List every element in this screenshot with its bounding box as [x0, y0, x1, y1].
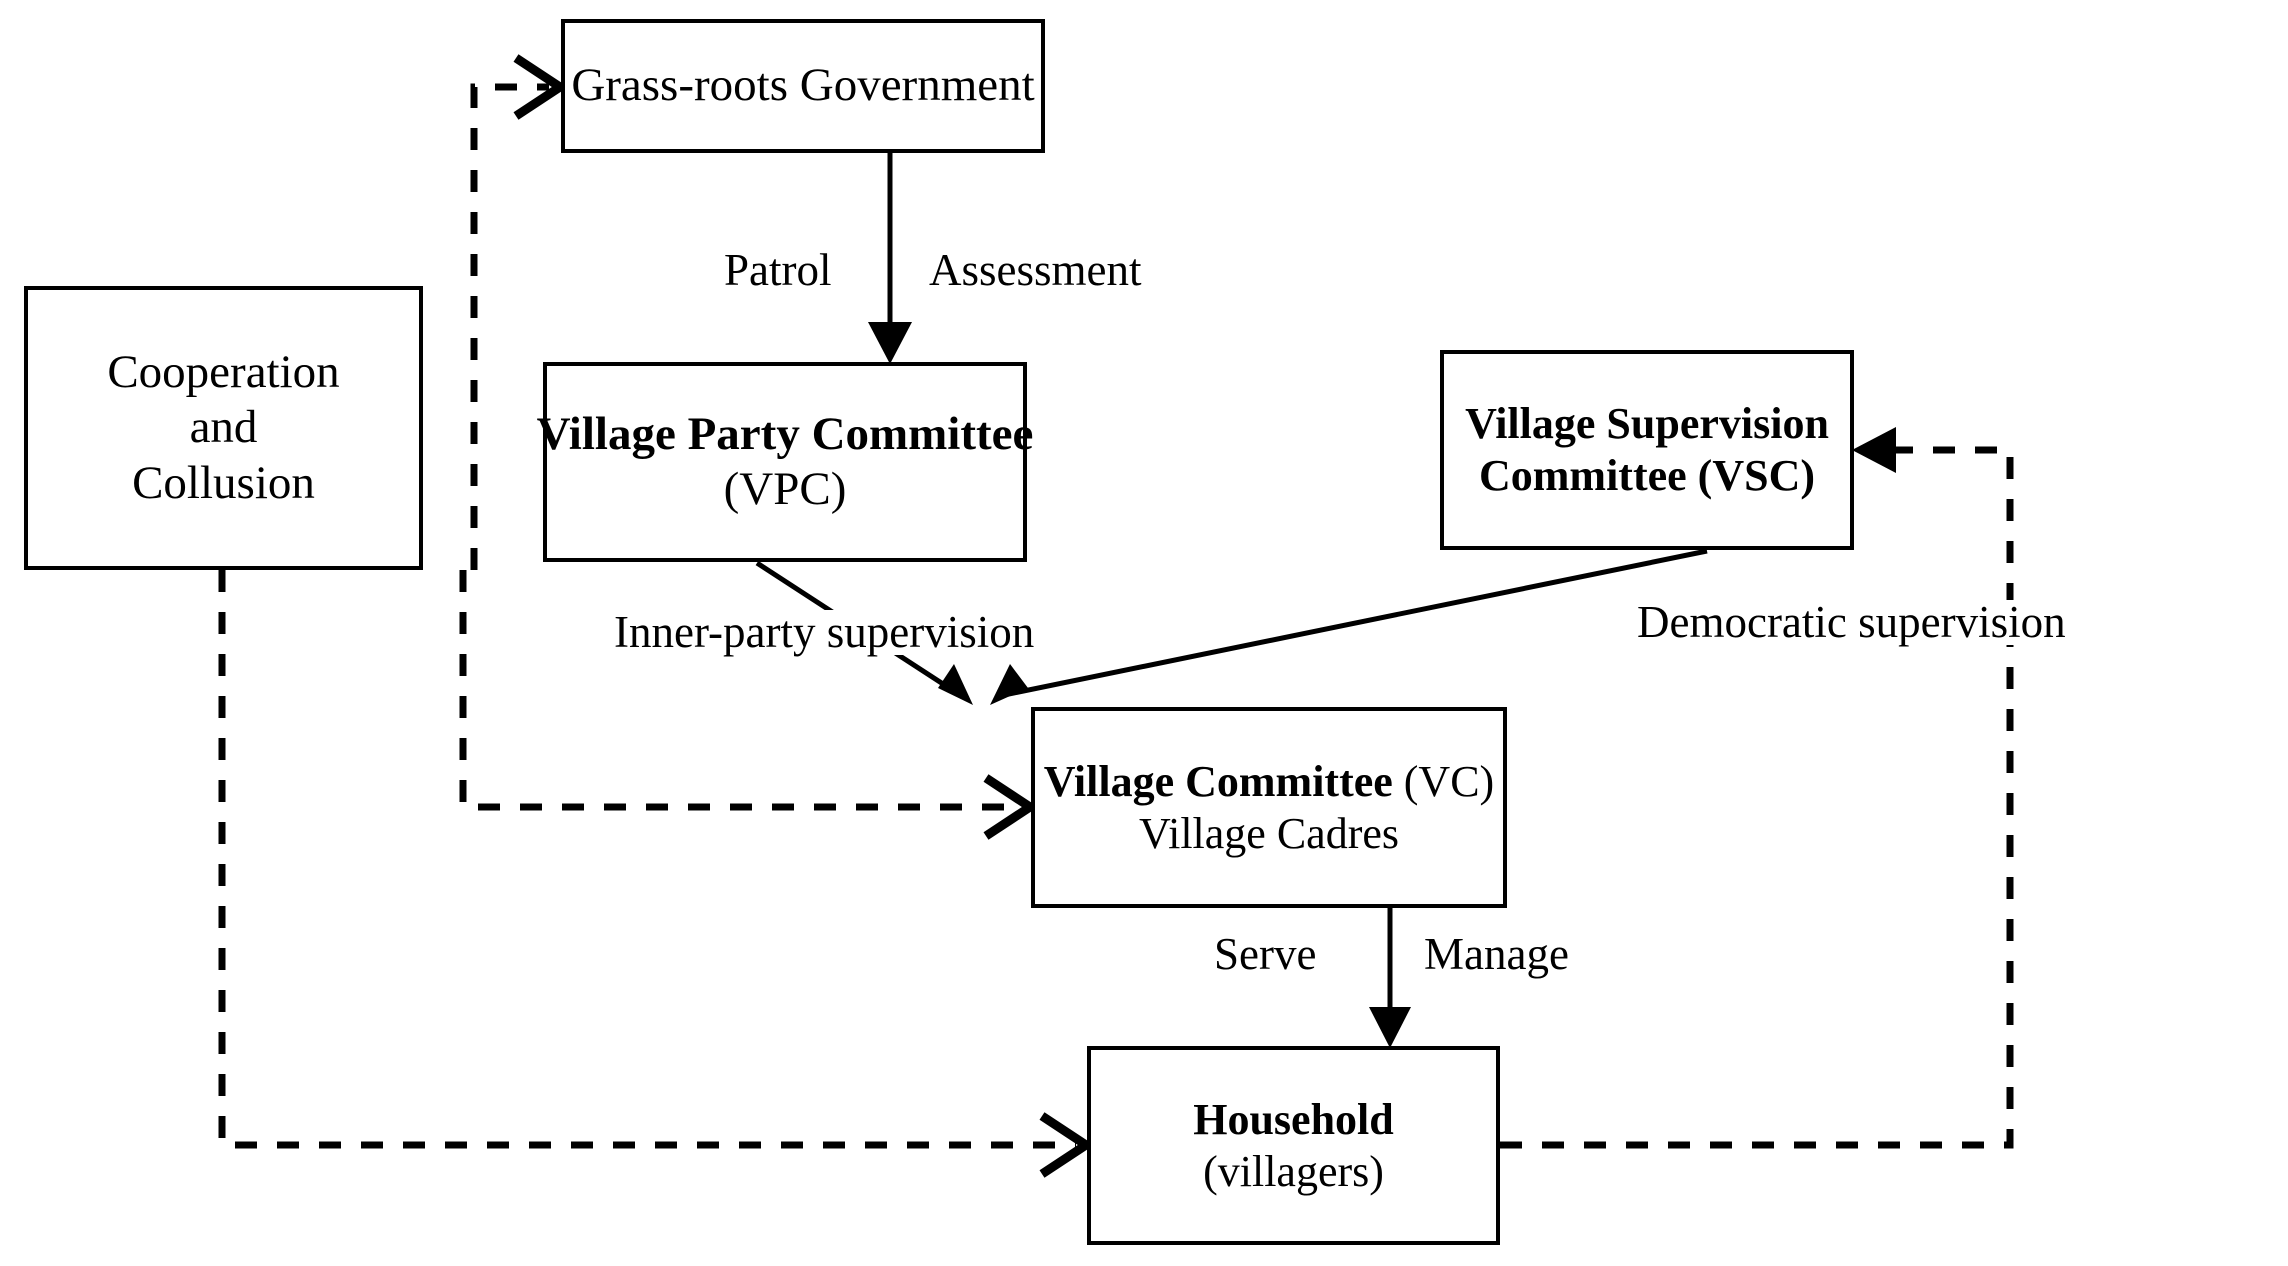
edge-household-to-vsc [1500, 427, 2014, 1149]
node-village-party-committee-line-2: (VPC) [723, 463, 847, 515]
edge-vc-to-household [1369, 908, 1411, 1048]
node-cooperation-and-collusion[interactable]: Cooperation and Collusion [24, 286, 423, 570]
node-village-party-committee-line-1: Village Party Committee [536, 407, 1034, 460]
edge-grassroots-to-vpc [868, 153, 912, 364]
node-village-committee-line-2: Village Cadres [1138, 808, 1400, 858]
edge-cooperation-to-household [218, 570, 1095, 1178]
edge-label-inner-party-supervision: Inner-party supervision [610, 610, 1039, 655]
node-village-committee-line-1-bold: Village Committee [1043, 756, 1393, 806]
edge-label-democratic-supervision: Democratic supervision [1633, 600, 2070, 645]
node-cooperation-and-collusion-line-3: Collusion [132, 456, 315, 509]
node-household-line-1: Household [1193, 1094, 1394, 1144]
edge-vsc-to-vc [990, 548, 1708, 705]
node-village-supervision-committee-line-1: Village Supervision [1465, 399, 1829, 449]
node-village-supervision-committee[interactable]: Village Supervision Committee (VSC) [1440, 350, 1854, 550]
node-household[interactable]: Household (villagers) [1087, 1046, 1500, 1245]
node-cooperation-and-collusion-line-1: Cooperation [107, 345, 340, 398]
node-cooperation-and-collusion-line-2: and [189, 401, 258, 454]
edge-label-patrol: Patrol [720, 248, 836, 293]
edge-label-serve: Serve [1210, 932, 1321, 977]
node-village-party-committee[interactable]: Village Party Committee (VPC) [537, 362, 1033, 562]
node-village-committee[interactable]: Village Committee (VC) Village Cadres [1031, 707, 1507, 908]
node-grass-roots-government-line-1: Grass-roots Government [571, 59, 1035, 112]
edge-cooperation-to-grassroots [470, 54, 569, 570]
edge-label-assessment: Assessment [925, 248, 1146, 293]
node-village-committee-line-1: Village Committee (VC) [1044, 756, 1494, 808]
node-village-supervision-committee-line-2: Committee (VSC) [1479, 451, 1815, 500]
node-grass-roots-government[interactable]: Grass-roots Government [561, 19, 1045, 153]
edge-label-manage: Manage [1420, 932, 1573, 977]
node-household-line-2: (villagers) [1203, 1146, 1384, 1196]
node-village-committee-line-1-rest: (VC) [1392, 756, 1495, 806]
edge-cooperation-to-vc [459, 570, 1039, 840]
